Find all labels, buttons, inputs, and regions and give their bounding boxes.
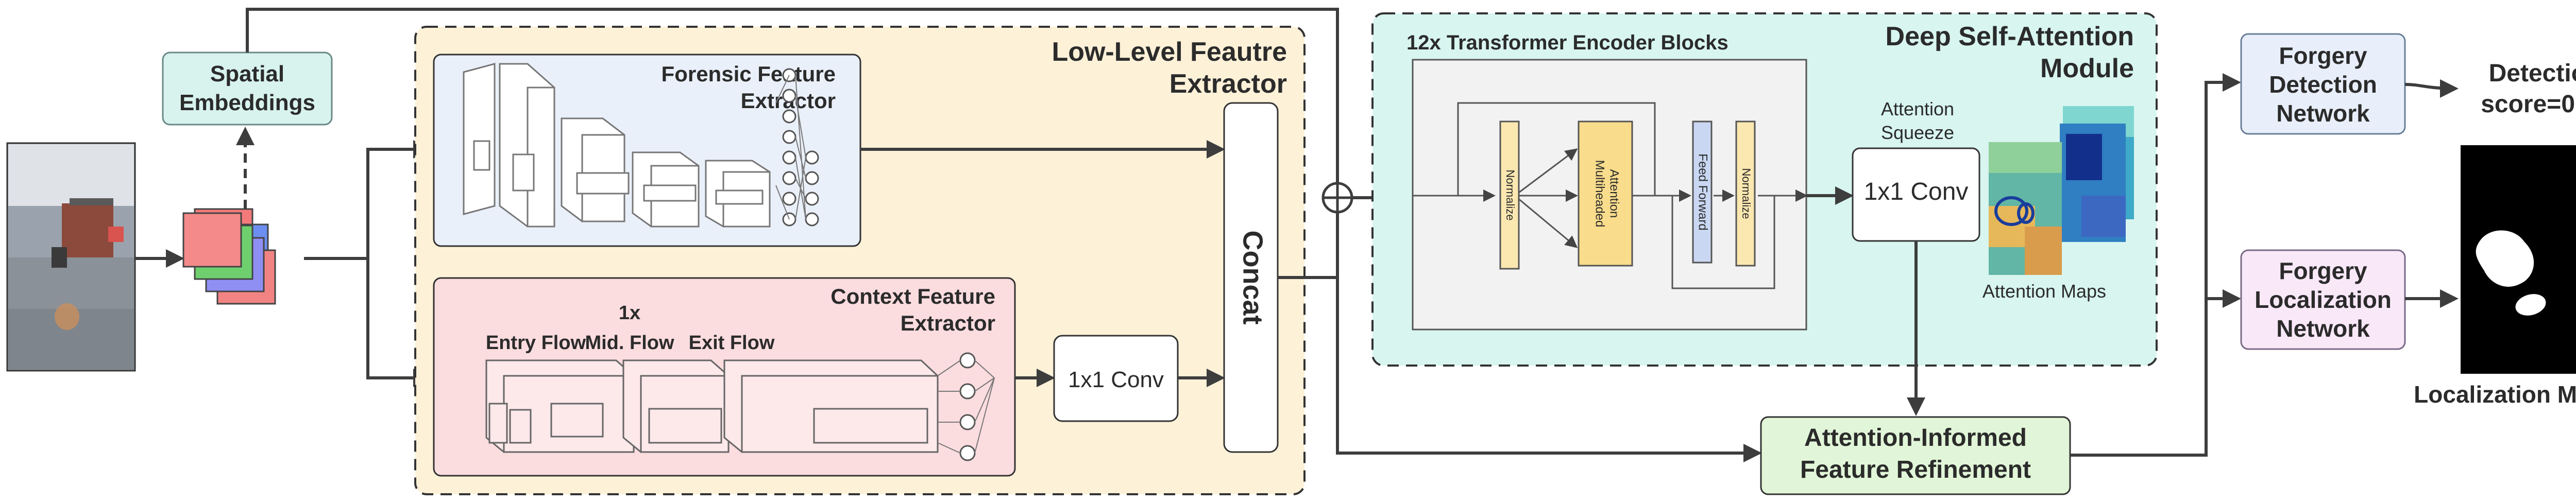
detection-network-line3: Network bbox=[2276, 100, 2370, 127]
attention-squeeze-line1: Attention bbox=[1881, 98, 1954, 119]
detection-network-line2: Detection bbox=[2269, 71, 2377, 98]
multihead-attention-layer bbox=[1578, 120, 1633, 267]
forensic-extractor-box: Forensic Feature Extractor bbox=[433, 54, 861, 247]
concat-box: Concat bbox=[1223, 102, 1279, 453]
encoder-block: Normalize Multiheaded Attention Feed For… bbox=[1412, 59, 1808, 331]
context-title-line1: Context Feature bbox=[831, 284, 995, 308]
entry-flow-label: Entry Flow bbox=[486, 332, 586, 354]
detection-network-box: Forgery Detection Network bbox=[2240, 33, 2406, 135]
concat-label: Concat bbox=[1238, 230, 1268, 324]
low-level-title-line2: Extractor bbox=[1170, 69, 1287, 99]
localization-mask-image bbox=[2461, 145, 2576, 374]
attention-title-line1: Deep Self-Attention bbox=[1886, 22, 2134, 51]
context-extractor-box: Context Feature Extractor Entry Flow 1x … bbox=[433, 277, 1016, 477]
context-cnn-layers bbox=[485, 352, 995, 461]
token-stack bbox=[182, 208, 276, 305]
detection-network-line1: Forgery bbox=[2279, 42, 2367, 69]
multihead-label-line1: Multiheaded bbox=[1593, 160, 1607, 228]
detection-score-line1: Detection bbox=[2489, 60, 2576, 87]
localization-network-line2: Localization bbox=[2255, 286, 2392, 313]
feed-forward-layer bbox=[1692, 120, 1713, 264]
attention-squeeze-conv-box: 1x1 Conv bbox=[1852, 147, 1980, 242]
feed-forward-label: Feed Forward bbox=[1696, 153, 1710, 230]
attention-title-line2: Module bbox=[2040, 54, 2134, 83]
attention-maps-label: Attention Maps bbox=[1982, 281, 2106, 302]
forensic-title-line1: Forensic Feature bbox=[662, 62, 836, 86]
spatial-embeddings-line1: Spatial bbox=[210, 61, 284, 86]
exit-flow-label: Exit Flow bbox=[689, 332, 775, 354]
detection-score-line2: score=0.99 bbox=[2481, 91, 2576, 118]
context-title-line2: Extractor bbox=[901, 311, 995, 335]
spatial-embeddings-line2: Embeddings bbox=[179, 90, 315, 115]
attention-squeeze-line2: Squeeze bbox=[1881, 122, 1954, 143]
mid-flow-label-line2: Mid. Flow bbox=[585, 332, 674, 354]
normalize-layer-1 bbox=[1499, 120, 1520, 270]
attention-maps-image bbox=[1989, 106, 2134, 275]
low-level-conv-box: 1x1 Conv bbox=[1053, 335, 1179, 422]
normalize-label-1: Normalize bbox=[1504, 169, 1517, 220]
attention-squeeze-conv-label: 1x1 Conv bbox=[1864, 178, 1969, 205]
input-image bbox=[6, 142, 136, 372]
feature-refinement-box: Attention-Informed Feature Refinement bbox=[1760, 416, 2071, 495]
multihead-label-line2: Attention bbox=[1607, 169, 1621, 218]
mid-flow-label-line1: 1x bbox=[619, 302, 640, 324]
refinement-line1: Attention-Informed bbox=[1804, 424, 2027, 452]
add-embeddings-icon bbox=[1321, 182, 1353, 214]
low-level-title-line1: Low-Level Feautre bbox=[1052, 37, 1287, 67]
forensic-cnn-layers bbox=[463, 63, 819, 228]
low-level-conv-label: 1x1 Conv bbox=[1068, 367, 1164, 392]
encoder-blocks-title: 12x Transformer Encoder Blocks bbox=[1406, 31, 1728, 54]
localization-network-box: Forgery Localization Network bbox=[2240, 249, 2406, 350]
localization-network-line1: Forgery bbox=[2279, 257, 2367, 284]
spatial-embeddings-box: Spatial Embeddings bbox=[162, 51, 333, 126]
localization-mask-label: Localization Mask bbox=[2414, 381, 2576, 408]
normalize-label-2: Normalize bbox=[1740, 168, 1753, 219]
localization-network-line3: Network bbox=[2276, 315, 2370, 342]
refinement-line2: Feature Refinement bbox=[1800, 456, 2031, 483]
normalize-layer-2 bbox=[1735, 120, 1756, 267]
